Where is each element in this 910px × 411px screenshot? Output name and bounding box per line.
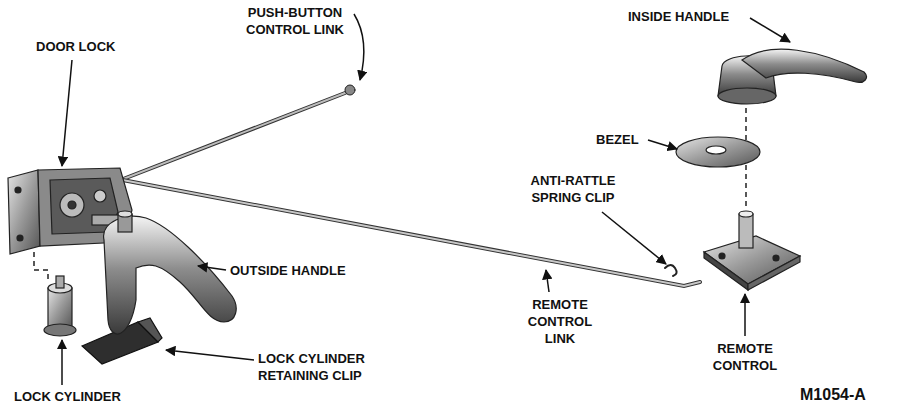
inside-handle-part bbox=[718, 49, 866, 104]
part-label: DOOR LOCK bbox=[36, 38, 115, 55]
part-label: INSIDE HANDLE bbox=[628, 8, 729, 25]
part-label: PUSH-BUTTON CONTROL LINK bbox=[230, 4, 360, 38]
part-label: ANTI-RATTLE SPRING CLIP bbox=[510, 172, 636, 206]
part-label: OUTSIDE HANDLE bbox=[230, 262, 346, 279]
part-label: REMOTE CONTROL LINK bbox=[517, 296, 603, 347]
leader-lines bbox=[62, 14, 790, 385]
part-label: LOCK CYLINDER bbox=[14, 388, 121, 405]
part-label: REMOTE CONTROL bbox=[700, 340, 790, 374]
figure-number: M1054-A bbox=[800, 386, 866, 403]
outside-handle-part bbox=[104, 211, 237, 334]
lock-cylinder-part bbox=[44, 276, 76, 336]
bezel-part bbox=[676, 137, 760, 167]
remote-control-part bbox=[704, 211, 800, 290]
part-label: BEZEL bbox=[596, 131, 639, 148]
part-label: LOCK CYLINDER RETAINING CLIP bbox=[258, 350, 404, 384]
